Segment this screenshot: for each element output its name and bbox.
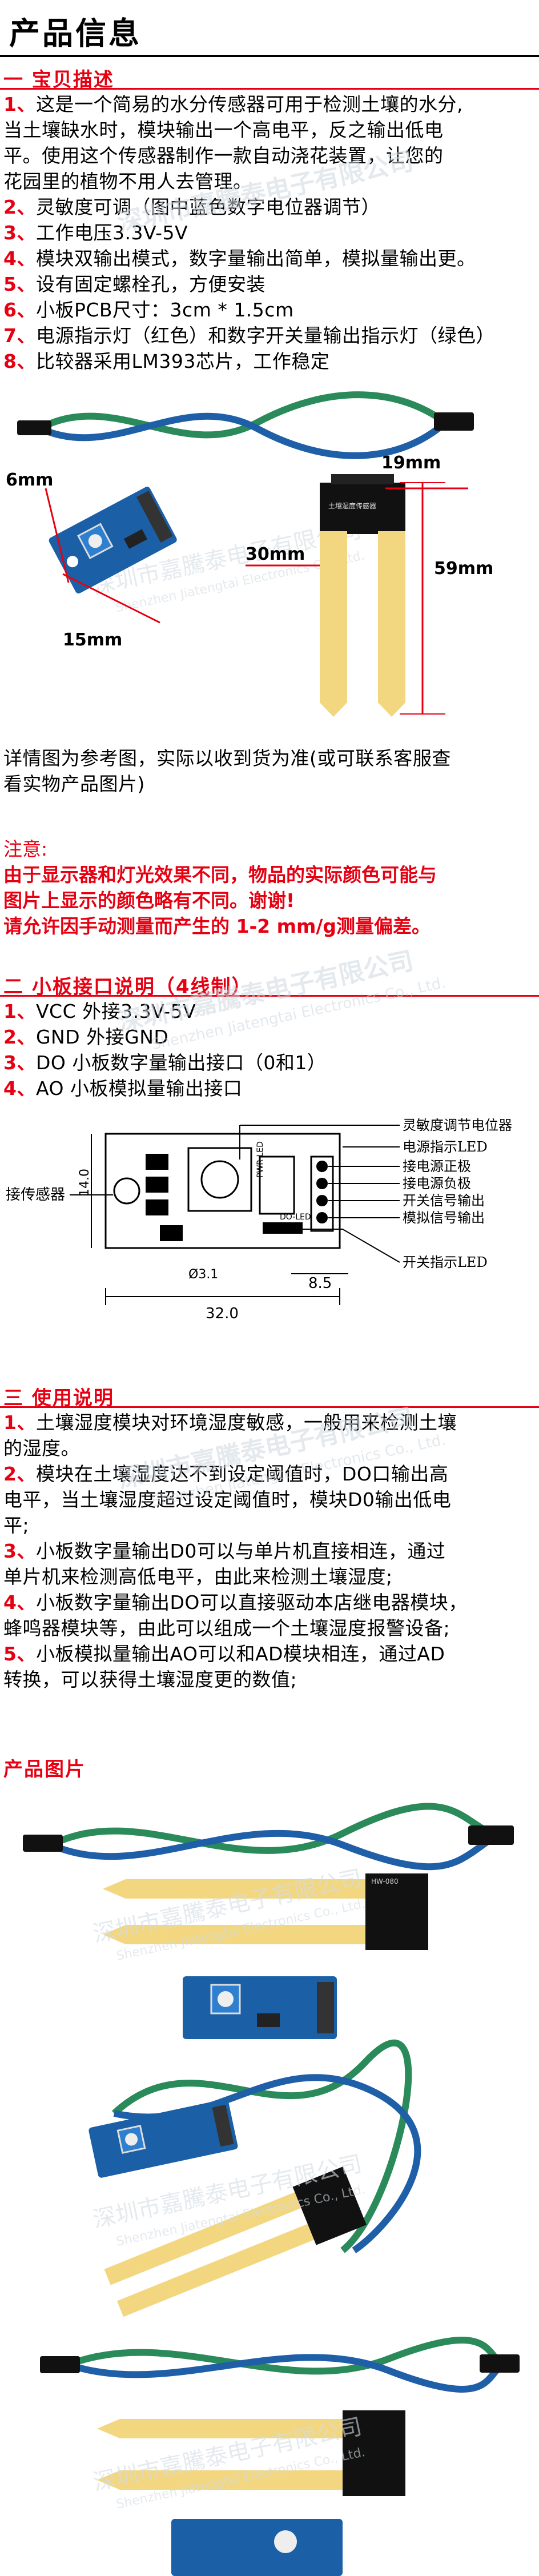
usage-line: 2、模块在土壤湿度达不到设定阈值时，DO口输出高	[3, 1463, 449, 1485]
dim-hole: Ø3.1	[188, 1267, 218, 1282]
pcb-do-led-label: DO-LED	[280, 1213, 311, 1222]
dim-6mm: 6mm	[6, 470, 53, 490]
usage-line: 转换，可以获得土壤湿度更的数值;	[3, 1668, 297, 1691]
desc-line: 3、工作电压3.3V-5V	[3, 222, 188, 244]
sensor-dimension-svg: 深圳市嘉騰泰电子有限公司 Shenzhen Jiatengtai Electro…	[6, 391, 493, 717]
usage-line: 5、小板模拟量输出AO可以和AD模块相连，通过AD	[3, 1643, 445, 1665]
section2-divider	[0, 995, 539, 997]
desc-line: 2、灵敏度可调（图中蓝色数字电位器调节）	[3, 196, 380, 218]
desc-line: 1、这是一个简易的水分传感器可用于检测土壤的水分,	[3, 93, 463, 115]
dim-width: 32.0	[206, 1305, 239, 1322]
desc-line: 当土壤缺水时，模块输出一个高电平，反之输出低电	[3, 119, 444, 141]
dim-15mm: 15mm	[63, 630, 122, 650]
wire-connector-right	[434, 412, 474, 431]
pin-line: 3、DO 小板数字量输出接口（0和1）	[3, 1052, 327, 1074]
dim-height: 14.0	[78, 1169, 92, 1197]
notice-heading: 注意:	[3, 838, 48, 860]
section1-divider	[0, 88, 539, 90]
sensor-dimension-figure: 深圳市嘉騰泰电子有限公司 Shenzhen Jiatengtai Electro…	[0, 377, 539, 720]
photo-1: HW-080	[23, 1803, 514, 2039]
callout-gnd: 接电源负极	[403, 1175, 471, 1191]
small-module-board	[49, 487, 177, 593]
product-photos: HW-080	[0, 1793, 539, 2576]
callout-do: 开关信号输出	[403, 1193, 485, 1209]
pin-line: 4、AO 小板模拟量输出接口	[3, 1077, 243, 1100]
usage-line: 的湿度。	[3, 1437, 80, 1459]
usage-line: 平;	[3, 1514, 30, 1536]
section3-divider	[0, 1406, 539, 1408]
callout-power-led: 电源指示LED	[403, 1139, 488, 1155]
notice-line2: 图片上显示的颜色略有不同。谢谢!	[3, 889, 295, 912]
page-title: 产品信息	[9, 15, 142, 51]
callout-switch-led: 开关指示LED	[403, 1254, 488, 1270]
section3-heading: 三 使用说明	[3, 1387, 114, 1410]
desc-line: 5、设有固定螺栓孔，方便安装	[3, 273, 266, 295]
desc-line: 花园里的植物不用人去管理。	[3, 170, 252, 192]
desc-line: 8、比较器采用LM393芯片，工作稳定	[3, 350, 330, 372]
dim-8-5: 8.5	[308, 1275, 332, 1292]
photo-3	[40, 2337, 520, 2576]
sensor-probe: 土壤湿度传感器	[320, 474, 405, 717]
section3-usage: 1、土壤湿度模块对环境湿度敏感，一般用来检测土壤 的湿度。 2、模块在土壤湿度达…	[3, 1410, 534, 1692]
desc-line: 4、模块双输出模式，数字量输出简单，模拟量输出更。	[3, 247, 476, 270]
pcb-pwr-led-label: PWR-LED	[256, 1141, 265, 1178]
notice-line3: 请允许因手动测量而产生的 1-2 mm/g测量偏差。	[3, 915, 431, 937]
pin-line: 2、GND 外接GND	[3, 1026, 169, 1048]
desc-line: 平。使用这个传感器制作一款自动浇花装置，让您的	[3, 145, 444, 167]
usage-line: 电平，当土壤湿度超过设定阈值时，模块D0输出低电	[3, 1488, 452, 1511]
reference-note: 详情图为参考图，实际以收到货为准(或可联系客服查 看实物产品图片)	[3, 747, 451, 795]
callout-vcc: 接电源正极	[403, 1158, 471, 1174]
section1-description: 1、这是一个简易的水分传感器可用于检测土壤的水分, 当土壤缺水时，模块输出一个高…	[3, 91, 534, 374]
diagram-left-label: 接传感器	[6, 1186, 65, 1203]
notice-line1: 由于显示器和灯光效果不同，物品的实际颜色可能与	[3, 864, 437, 886]
usage-line: 蜂鸣器模块等，由此可以组成一个土壤湿度报警设备;	[3, 1617, 450, 1639]
title-bar: 产品信息	[0, 0, 539, 63]
product-photos-svg: HW-080	[23, 1803, 520, 2576]
title-divider	[0, 55, 539, 57]
photo-2	[89, 2039, 421, 2317]
callout-ao: 模拟信号输出	[403, 1210, 485, 1226]
callout-potentiometer: 灵敏度调节电位器	[403, 1117, 512, 1133]
usage-line: 4、小板数字量输出DO可以直接驱动本店继电器模块，	[3, 1591, 468, 1614]
section2-heading: 二 小板接口说明（4线制）	[3, 976, 252, 998]
probe-pcb-text: 土壤湿度传感器	[328, 501, 376, 510]
interface-diagram: PWR-LED DO-LED 接传感器 14.0 32.0 8.5 Ø3.1 灵…	[0, 1102, 539, 1359]
pin-line: 1、VCC 外接3.3V-5V	[3, 1000, 196, 1022]
section1-heading: 一 宝贝描述	[3, 69, 114, 91]
wire-connector-left	[17, 420, 51, 435]
desc-line: 6、小板PCB尺寸：3cm * 1.5cm	[3, 299, 294, 321]
section2-pin-list: 1、VCC 外接3.3V-5V 2、GND 外接GND 3、DO 小板数字量输出…	[3, 998, 534, 1101]
photo1-module-text: HW-080	[371, 1877, 399, 1885]
desc-line: 7、电源指示灯（红色）和数字开关量输出指示灯（绿色）	[3, 324, 495, 347]
usage-line: 1、土壤湿度模块对环境湿度敏感，一般用来检测土壤	[3, 1411, 457, 1434]
usage-line: 3、小板数字量输出D0可以与单片机直接相连，通过	[3, 1540, 446, 1562]
dim-19mm: 19mm	[381, 453, 441, 473]
dim-59mm: 59mm	[434, 559, 493, 579]
dim-30mm: 30mm	[246, 544, 305, 564]
usage-line: 单片机来检测高低电平，由此来检测土壤湿度;	[3, 1566, 393, 1588]
interface-diagram-svg: PWR-LED DO-LED 接传感器 14.0 32.0 8.5 Ø3.1 灵…	[6, 1117, 512, 1322]
section4-heading: 产品图片	[3, 1758, 86, 1781]
